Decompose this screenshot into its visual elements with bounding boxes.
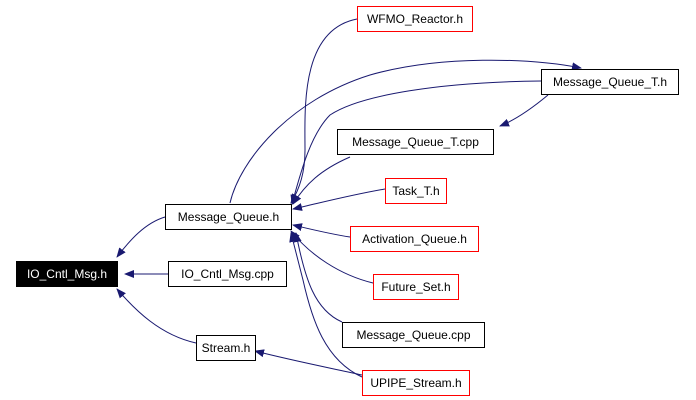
edge-message-queue-h-to-message-queue-t-h xyxy=(229,59,582,204)
edge-upipe-stream-h-to-message-queue-h xyxy=(289,232,363,378)
node-upipe-stream-h[interactable]: UPIPE_Stream.h xyxy=(362,370,470,396)
edge-message-queue-cpp-to-message-queue-h xyxy=(293,232,343,323)
edge-message-queue-t-cpp-to-message-queue-h xyxy=(292,156,351,205)
edge-message-queue-t-h-to-message-queue-t-cpp xyxy=(499,94,549,127)
edge-stream-h-to-io-cntl-msg-h xyxy=(116,288,197,344)
edge-task-t-h-to-message-queue-h xyxy=(292,188,386,211)
node-activation-queue-h[interactable]: Activation_Queue.h xyxy=(350,226,479,252)
node-task-t-h[interactable]: Task_T.h xyxy=(385,178,447,204)
node-io-cntl-msg-cpp[interactable]: IO_Cntl_Msg.cpp xyxy=(168,261,287,287)
edge-activation-queue-h-to-message-queue-h xyxy=(292,223,351,238)
node-message-queue-h[interactable]: Message_Queue.h xyxy=(165,204,292,230)
edge-message-queue-t-h-to-message-queue-h xyxy=(290,80,542,205)
node-message-queue-t-cpp[interactable]: Message_Queue_T.cpp xyxy=(337,129,494,155)
edge-message-queue-h-to-io-cntl-msg-h xyxy=(116,216,166,258)
node-stream-h[interactable]: Stream.h xyxy=(196,335,256,361)
node-message-queue-cpp[interactable]: Message_Queue.cpp xyxy=(342,322,485,348)
node-io-cntl-msg-h: IO_Cntl_Msg.h xyxy=(16,261,118,287)
edge-upipe-stream-h-to-stream-h xyxy=(254,349,363,376)
edge-wfmo-reactor-h-to-message-queue-h xyxy=(290,18,358,204)
node-future-set-h[interactable]: Future_Set.h xyxy=(373,274,459,300)
node-message-queue-t-h[interactable]: Message_Queue_T.h xyxy=(541,69,679,95)
node-wfmo-reactor-h[interactable]: WFMO_Reactor.h xyxy=(357,6,473,32)
